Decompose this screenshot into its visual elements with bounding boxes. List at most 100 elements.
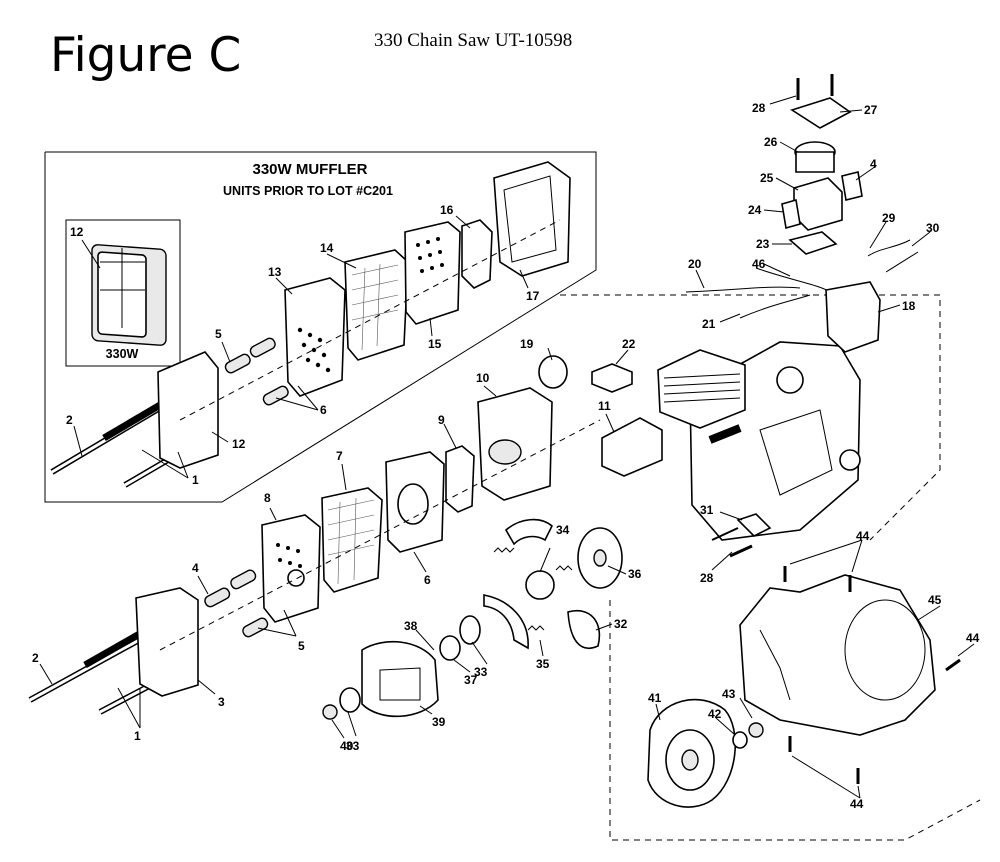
clutch-drum	[361, 640, 439, 718]
lower-muffler-cover	[135, 587, 199, 697]
upper-baffle-holes	[297, 327, 331, 373]
callout-28a: 28	[752, 101, 766, 115]
clutch-hub	[525, 570, 555, 600]
upper-muffler-body	[493, 161, 571, 277]
fan-assembly	[647, 513, 961, 808]
clutch-assembly	[322, 518, 623, 720]
drum-nut	[322, 704, 338, 720]
figure-title: Figure C	[50, 28, 242, 83]
callout-44a: 44	[856, 529, 870, 543]
spark-plug	[591, 363, 633, 393]
muffler-inset-box: 330W MUFFLER UNITS PRIOR TO LOT #C201 33…	[44, 151, 597, 503]
callout-44c: 44	[850, 797, 864, 811]
upper-spark-screen	[344, 249, 409, 361]
bracket-plate	[601, 417, 663, 477]
callout-19: 19	[520, 337, 534, 351]
upper-muffler-parts	[50, 161, 571, 488]
callout-17: 17	[526, 289, 540, 303]
callout-5b: 5	[298, 639, 305, 653]
callout-30: 30	[926, 221, 940, 235]
callout-32: 32	[614, 617, 628, 631]
upper-baffle-plate	[284, 277, 346, 397]
callout-10: 10	[476, 371, 490, 385]
lower-baffle-plate	[261, 514, 321, 623]
callout-5a: 5	[215, 327, 222, 341]
engine-group-outline	[560, 294, 941, 541]
callout-28b: 28	[700, 571, 714, 585]
callout-20: 20	[688, 257, 702, 271]
clutch-shoe-right	[567, 609, 601, 649]
lower-screen-mesh	[327, 497, 375, 585]
sub-inset-box	[65, 219, 181, 367]
callout-46: 46	[752, 257, 766, 271]
sub-inset-label: 330W	[106, 347, 139, 361]
callout-38: 38	[404, 619, 418, 633]
intake-stack	[781, 74, 863, 255]
upper-perforated-plate	[404, 221, 461, 325]
upper-spacers	[224, 337, 289, 406]
fan-housing	[739, 574, 936, 736]
callout-39: 39	[432, 715, 446, 729]
callout-21: 21	[702, 317, 716, 331]
callout-29: 29	[882, 211, 896, 225]
callout-24: 24	[748, 203, 762, 217]
callout-36: 36	[628, 567, 642, 581]
callout-27: 27	[864, 103, 878, 117]
drum-washer	[339, 687, 361, 713]
callout-6b: 6	[424, 573, 431, 587]
callout-1a: 2	[66, 413, 73, 427]
callout-37: 37	[464, 673, 478, 687]
callout-40: 40	[340, 739, 354, 753]
callout-35: 35	[536, 657, 550, 671]
cylinder-fins	[663, 373, 741, 403]
callout-15: 15	[428, 337, 442, 351]
callout-7: 7	[336, 449, 343, 463]
clutch-washer	[459, 615, 481, 645]
callout-4a: 4	[192, 561, 199, 575]
callout-26: 26	[764, 135, 778, 149]
plug-boot	[538, 355, 568, 389]
callout-18: 18	[902, 299, 916, 313]
fan-group-outline	[609, 600, 981, 841]
upper-plate-holes	[416, 237, 444, 273]
engine-assembly	[538, 74, 919, 541]
lower-muffler-parts	[28, 387, 601, 715]
callout-1b: 1	[192, 473, 199, 487]
callout-11: 11	[598, 399, 611, 413]
callout-41: 41	[648, 691, 662, 705]
flywheel-washer	[732, 731, 748, 749]
lower-spacers	[204, 569, 269, 638]
callout-13: 13	[268, 265, 282, 279]
callout-16: 16	[440, 203, 454, 217]
cylinder	[657, 349, 746, 429]
callout-43: 43	[722, 687, 736, 701]
callout-45: 45	[928, 593, 942, 607]
muffler-330w-sketch	[91, 244, 167, 346]
callout-44b: 44	[966, 631, 980, 645]
clutch-shoe-left	[483, 594, 529, 650]
callout-labels: 2 1 5 6 12 12 13 14 15 16 17 2 1 3 4 5 8…	[32, 101, 980, 811]
document-title: 330 Chain Saw UT-10598	[374, 30, 573, 51]
lower-gasket	[445, 445, 475, 513]
bracket-31	[736, 513, 772, 537]
callout-22: 22	[622, 337, 636, 351]
callout-34: 34	[556, 523, 570, 537]
callout-12b: 12	[232, 437, 246, 451]
lower-spark-screen	[321, 487, 383, 593]
flywheel-nut	[748, 722, 764, 738]
callout-4b: 4	[870, 157, 877, 171]
callout-6a: 6	[320, 403, 327, 417]
needle-bearing	[439, 635, 461, 661]
callout-9: 9	[438, 413, 445, 427]
lower-baffle-holes	[276, 543, 302, 568]
callout-2b: 2	[32, 651, 39, 665]
upper-muffler-cover	[157, 351, 219, 469]
leader-lines	[39, 95, 975, 799]
callout-8: 8	[264, 491, 271, 505]
inset-subtitle: UNITS PRIOR TO LOT #C201	[223, 184, 393, 198]
upper-screen-mesh	[351, 263, 399, 351]
callout-14: 14	[320, 241, 334, 255]
callout-1c: 1	[134, 729, 141, 743]
callout-3: 3	[218, 695, 225, 709]
